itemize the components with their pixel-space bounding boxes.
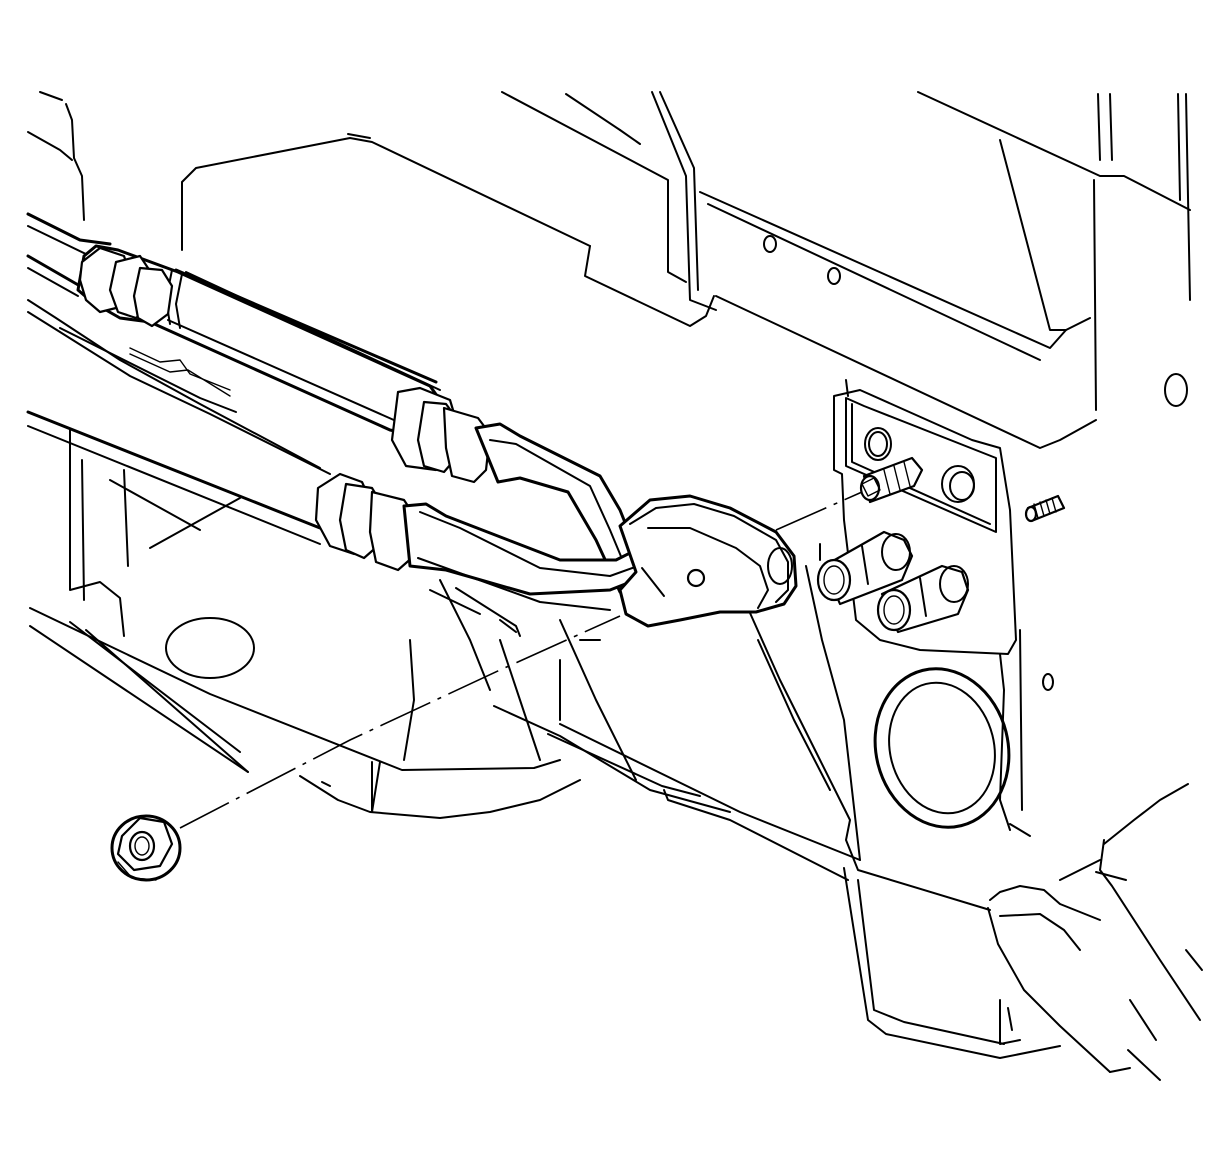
cooler-opening <box>873 667 1011 829</box>
upper-port-fitting <box>816 530 914 606</box>
hose-mounting-flange <box>618 494 798 628</box>
flange-nut <box>110 814 182 882</box>
lower-cooler-hose <box>26 299 682 637</box>
installation-centerlines <box>179 491 863 829</box>
mounting-stud <box>859 456 924 504</box>
cooler-mounting-plate <box>819 379 1017 655</box>
upper-cooler-hose <box>26 212 442 442</box>
vehicle-body <box>27 91 1203 1081</box>
lower-port-fitting <box>876 564 970 634</box>
threaded-stud <box>1024 494 1066 523</box>
